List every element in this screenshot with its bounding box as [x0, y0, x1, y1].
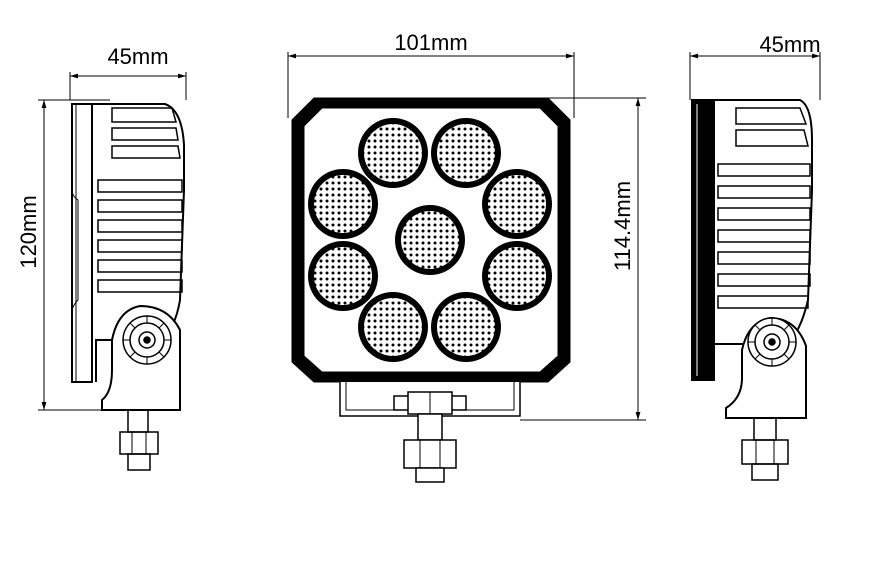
- right-width-label: 45mm: [759, 32, 820, 57]
- led-lens-array: [308, 118, 552, 362]
- led-lens: [358, 118, 428, 188]
- left-side-view: [38, 72, 187, 471]
- led-lens: [482, 241, 552, 311]
- led-lens: [482, 169, 552, 239]
- led-lens: [308, 169, 378, 239]
- right-side-view: [689, 52, 821, 481]
- front-height-label: 114.4mm: [610, 181, 635, 271]
- left-height-label: 120mm: [16, 195, 41, 268]
- left-width-label: 45mm: [107, 44, 168, 69]
- front-width-label: 101mm: [394, 30, 467, 55]
- led-lens: [431, 118, 501, 188]
- led-lens: [358, 292, 428, 362]
- led-lens: [395, 205, 465, 275]
- led-lens: [431, 292, 501, 362]
- led-lens: [308, 241, 378, 311]
